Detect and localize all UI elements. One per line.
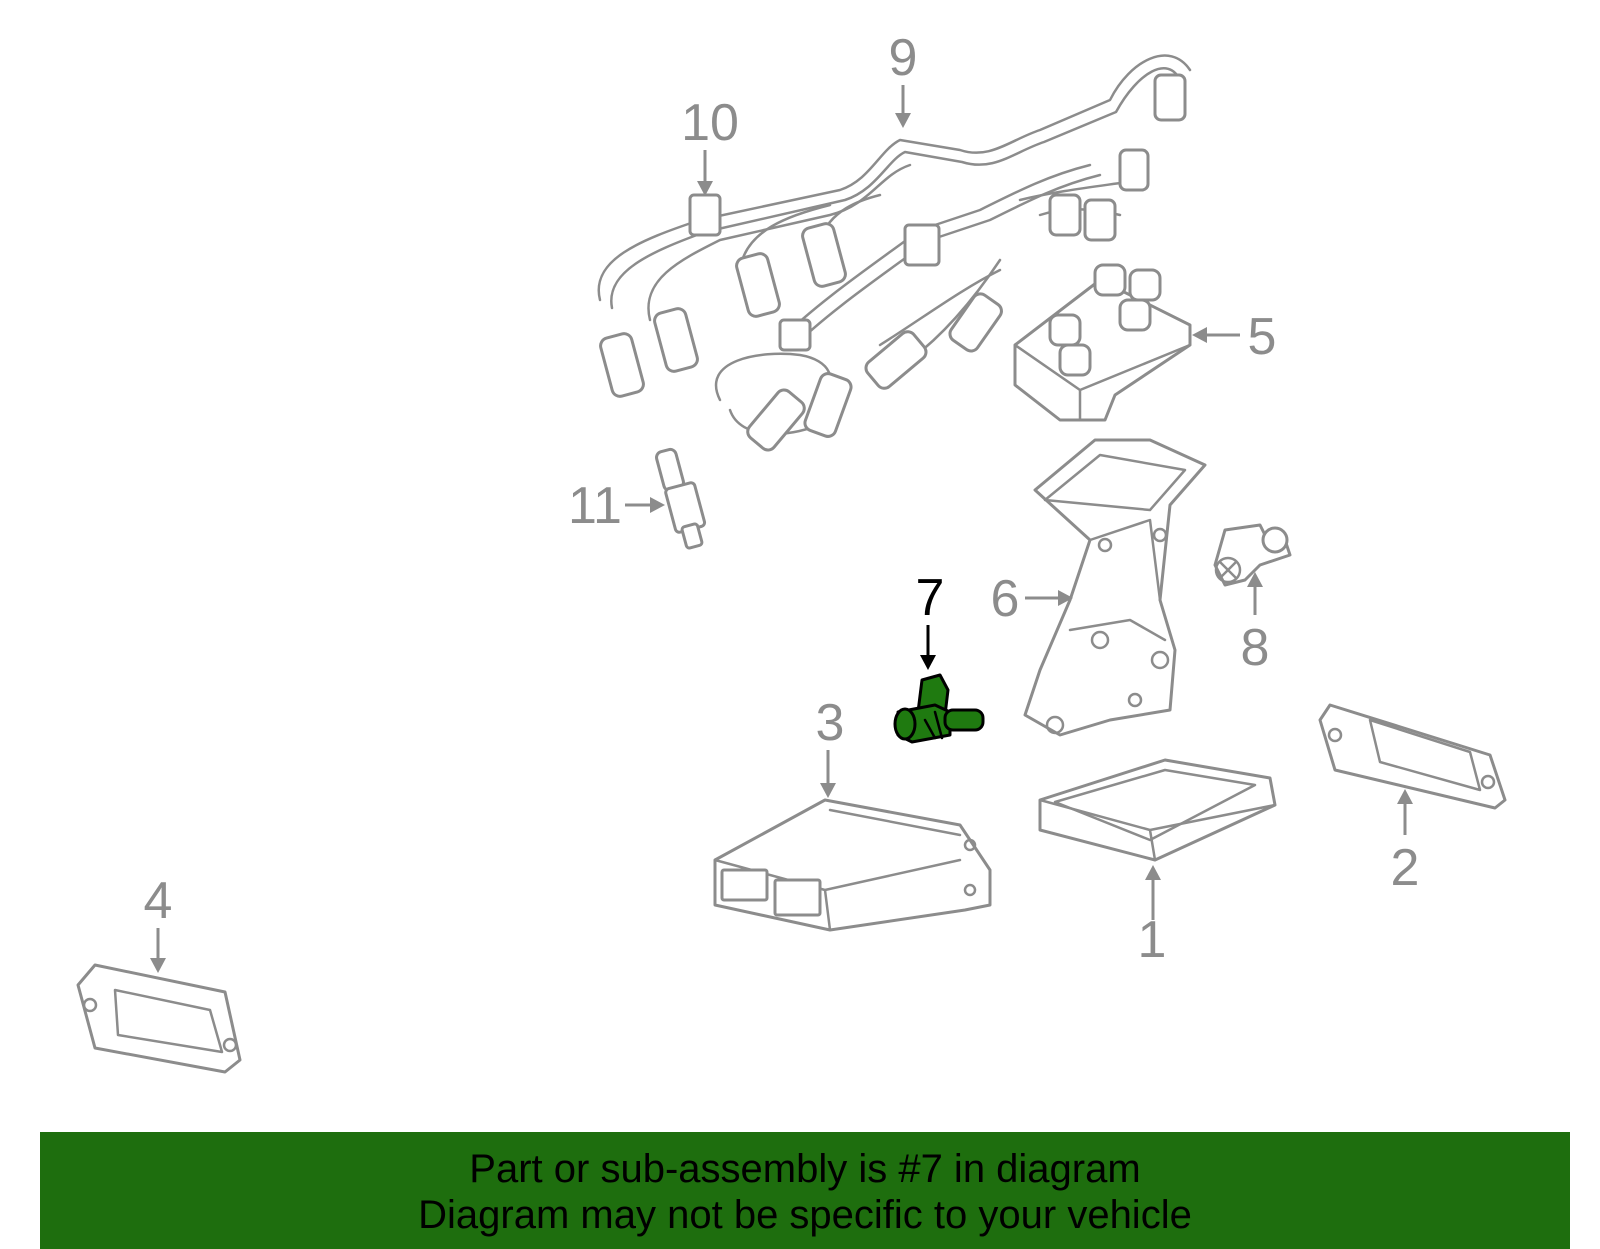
engine-control-module[interactable] [713, 798, 992, 932]
callout-11: 11 [568, 477, 622, 535]
callout-10: 10 [681, 94, 739, 152]
callout-7: 7 [916, 569, 945, 627]
gasket-4[interactable] [76, 963, 242, 1074]
callout-3: 3 [816, 694, 845, 752]
callout-8: 8 [1241, 619, 1270, 677]
gasket-2[interactable] [1318, 703, 1507, 810]
camshaft-position-sensor[interactable] [1213, 523, 1292, 587]
module-cover[interactable] [1038, 758, 1277, 862]
crankshaft-position-sensor[interactable] [893, 673, 985, 744]
callout-9: 9 [889, 29, 918, 87]
ignition-wire-harness[interactable] [597, 54, 1192, 454]
callout-5: 5 [1248, 308, 1277, 366]
callout-2: 2 [1391, 839, 1420, 897]
ignition-bracket[interactable] [1023, 438, 1207, 737]
banner-line-2: Diagram may not be specific to your vehi… [418, 1193, 1192, 1237]
callout-1: 1 [1138, 911, 1167, 969]
diagram-notice-banner: Part or sub-assembly is #7 in diagram Di… [40, 1132, 1570, 1249]
callout-6: 6 [991, 570, 1020, 628]
ignition-coil-pack[interactable] [1013, 263, 1192, 422]
spark-plug[interactable] [655, 447, 707, 550]
parts-diagram: 9 10 5 11 6 8 7 3 1 2 4 [76, 29, 1507, 1074]
callout-4: 4 [144, 872, 173, 930]
banner-line-1: Part or sub-assembly is #7 in diagram [469, 1147, 1141, 1191]
callout-arrows [150, 85, 1413, 973]
